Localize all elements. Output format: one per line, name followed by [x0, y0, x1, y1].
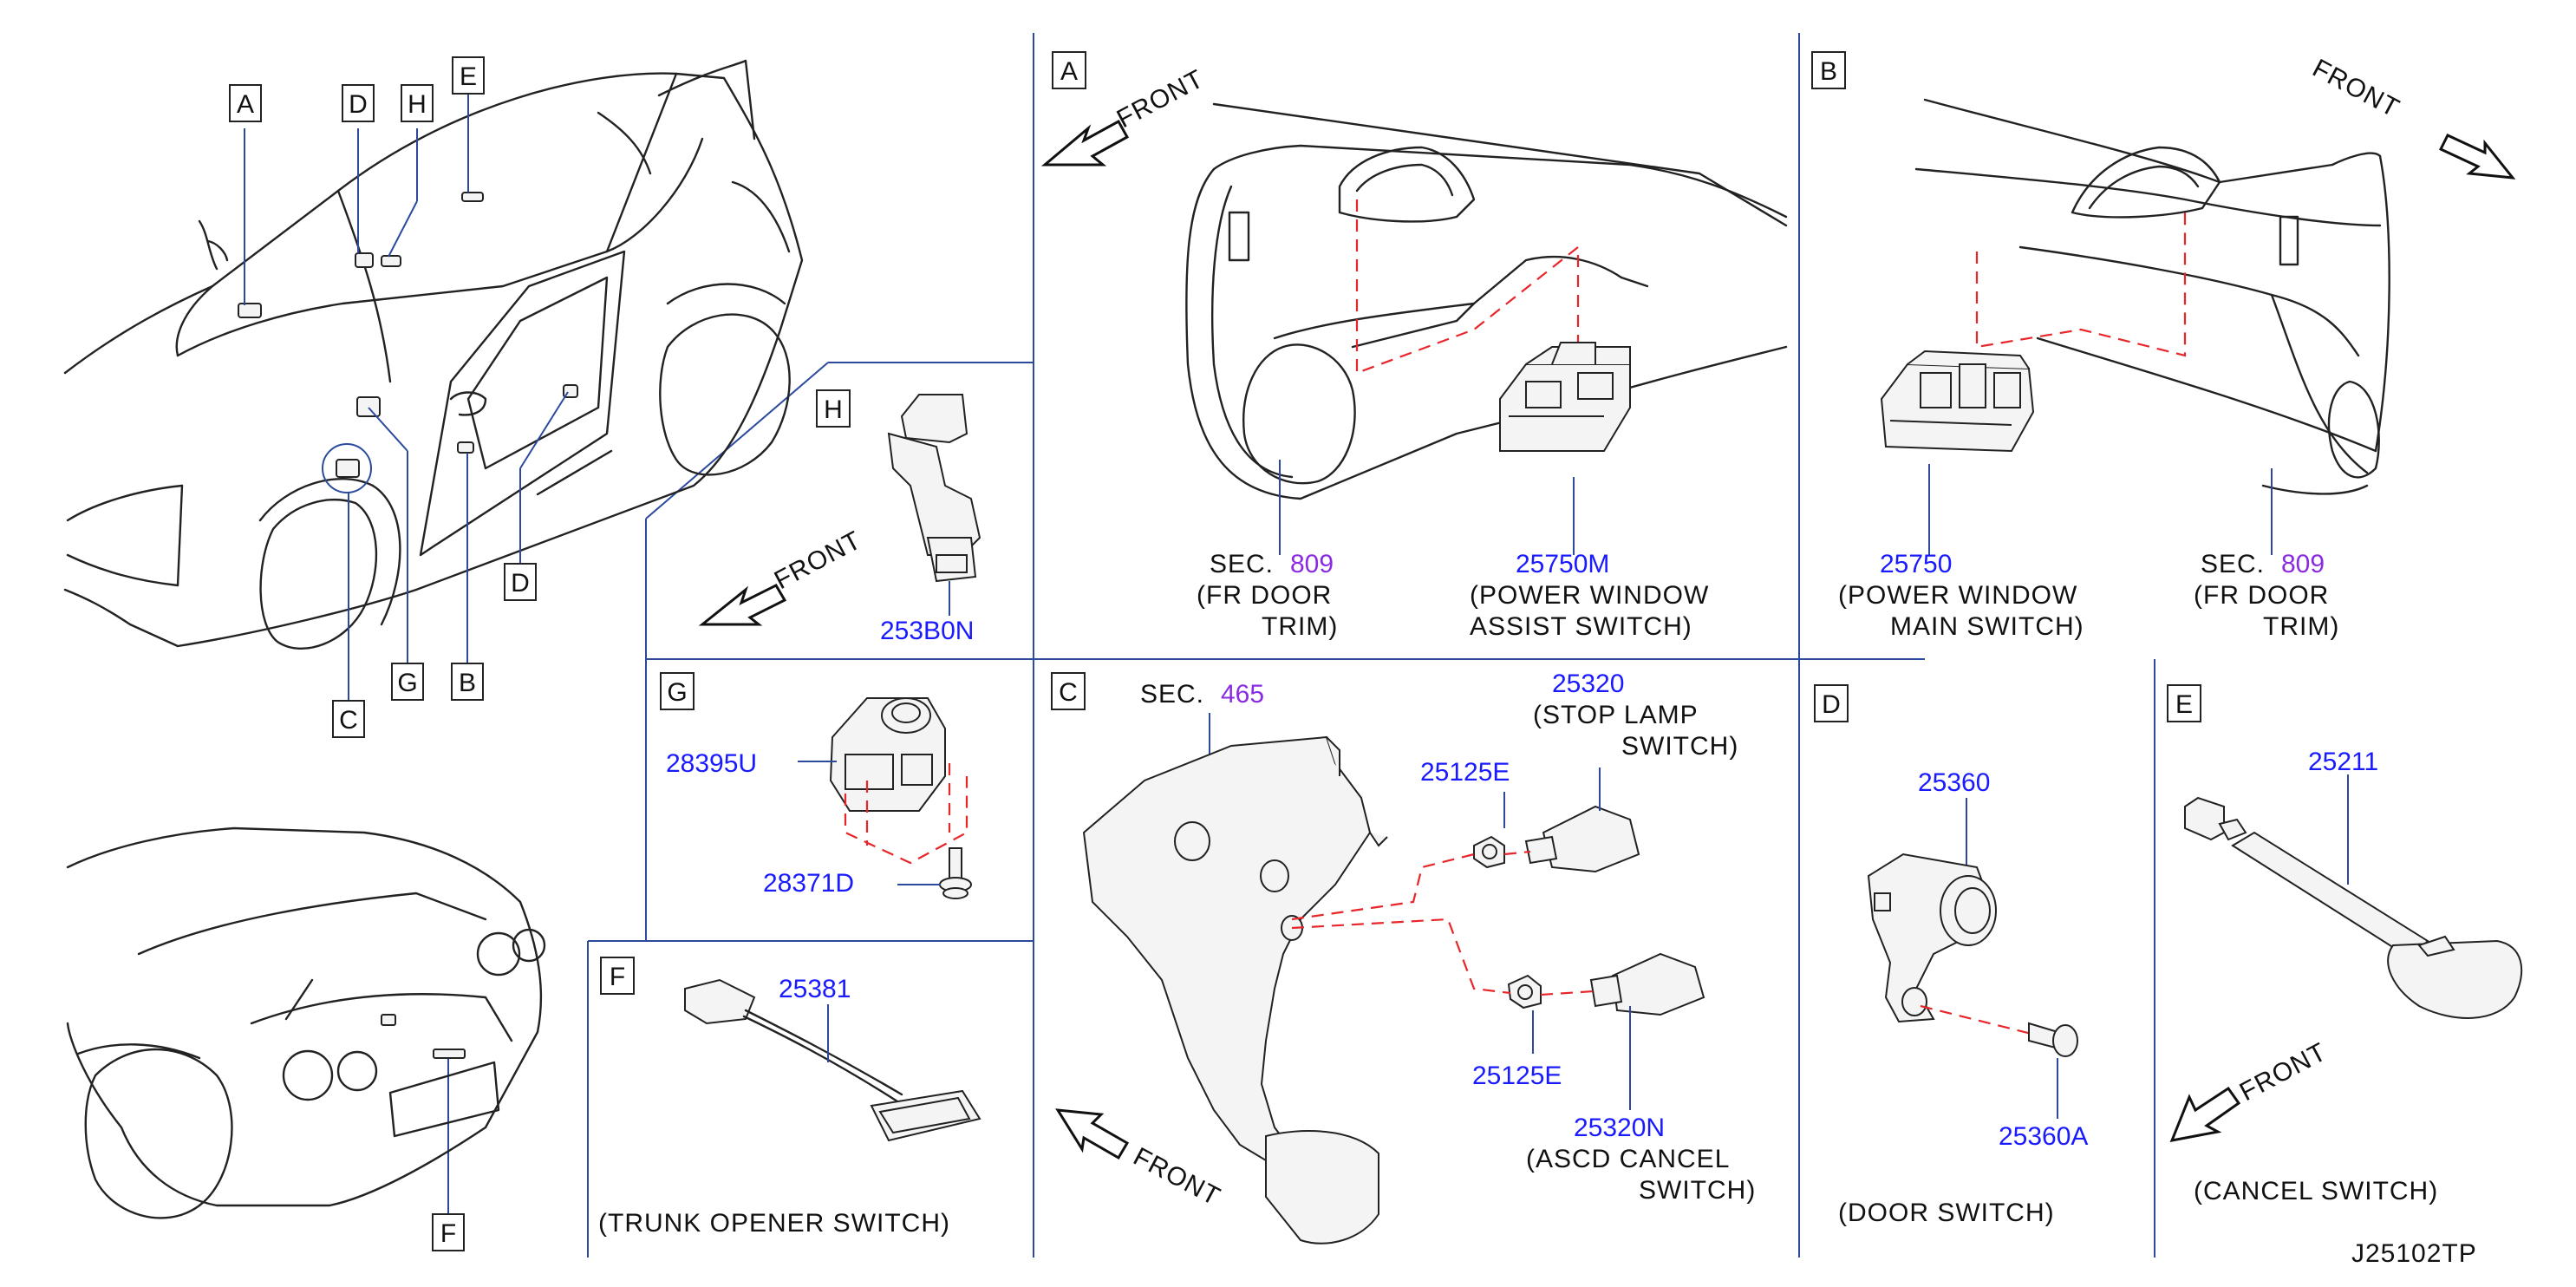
panel-f-part: 25381	[779, 975, 851, 1003]
panel-g: G 28395U 28371D	[660, 672, 972, 899]
panel-a-part: 25750M	[1516, 550, 1609, 578]
front-arrow-h-icon	[698, 584, 787, 626]
callout-f: F	[440, 1219, 456, 1248]
panel-f: F 25381 (TRUNK OPENER SWITCH)	[598, 957, 981, 1238]
panel-h: H FRONT 253B0N	[698, 389, 981, 645]
panel-h-front: FRONT	[770, 526, 866, 595]
panel-g-part-1: 28395U	[666, 749, 757, 778]
panel-a-switch-1: (POWER WINDOW	[1470, 581, 1709, 610]
panel-h-label: H	[824, 395, 843, 424]
panel-c-stop-2: SWITCH)	[1621, 732, 1738, 761]
switch-module-part	[829, 697, 946, 812]
panel-e-part: 25211	[2308, 748, 2378, 776]
panel-d: D 25360 25360A (DOOR SWITCH)	[1814, 684, 2088, 1227]
mount-bolt-part	[939, 847, 972, 899]
panel-e: E 25211 FRONT (CANCEL SWITCH)	[2167, 684, 2523, 1205]
front-arrow-c-icon	[1055, 1108, 1130, 1160]
panel-e-label: E	[2175, 690, 2193, 719]
ascd-cancel-switch-part	[1507, 952, 1705, 1016]
callout-d-side: D	[511, 569, 530, 598]
door-switch-part	[1867, 853, 1997, 1023]
panel-b-sec-num: 809	[2281, 550, 2325, 578]
panel-c-ascd-2: SWITCH)	[1639, 1176, 1756, 1205]
panel-b-sec: SEC.	[2201, 550, 2265, 578]
panel-a-switch-2: ASSIST SWITCH)	[1470, 612, 1692, 641]
front-arrow-b-icon	[2438, 134, 2516, 180]
callout-a: A	[237, 90, 254, 119]
panel-a-label: A	[1060, 57, 1078, 86]
panel-c-clip-bottom: 25125E	[1472, 1062, 1562, 1090]
front-arrow-icon	[1040, 119, 1130, 167]
panel-e-front: FRONT	[2235, 1037, 2331, 1107]
panel-d-label: D	[1822, 690, 1841, 719]
panel-d-part: 25360	[1918, 768, 1990, 797]
panel-a-trim-2: TRIM)	[1262, 612, 1338, 641]
panel-f-label: F	[610, 963, 625, 991]
panel-a: A FRONT SEC. 809 (FR DOOR TRIM) 25750M	[1040, 51, 1788, 641]
door-switch-bolt-part	[2028, 1022, 2078, 1057]
diagram-id: J25102TP	[2351, 1239, 2477, 1268]
front-arrow-e-icon	[2169, 1086, 2241, 1142]
panel-b-front: FRONT	[2308, 54, 2404, 123]
panel-b-part: 25750	[1880, 550, 1952, 578]
front-car-illustration	[63, 59, 804, 650]
panel-b-switch-1: (POWER WINDOW	[1838, 581, 2077, 610]
callout-b: B	[459, 669, 476, 697]
panel-c-label: C	[1059, 678, 1078, 707]
cancel-switch-part	[2184, 796, 2523, 1019]
panel-a-sec-num: 809	[1290, 550, 1334, 578]
panel-e-caption: (CANCEL SWITCH)	[2194, 1177, 2438, 1205]
panel-c-sec-num: 465	[1221, 680, 1264, 709]
trunk-opener-switch-part	[684, 978, 981, 1142]
callout-d-top: D	[349, 90, 368, 119]
panel-c-stop-1: (STOP LAMP	[1533, 701, 1699, 729]
panel-c-sec: SEC.	[1140, 680, 1204, 709]
panel-b: B FRONT 25750 (POWER WINDOW MAIN SWITCH)…	[1811, 51, 2516, 641]
power-window-assist-switch-part	[1499, 342, 1631, 452]
panel-f-caption: (TRUNK OPENER SWITCH)	[598, 1209, 950, 1238]
panel-c-ascd-1: (ASCD CANCEL	[1526, 1145, 1730, 1173]
panel-g-part-2: 28371D	[763, 869, 854, 898]
panel-b-trim-2: TRIM)	[2263, 612, 2339, 641]
panel-a-trim-1: (FR DOOR	[1197, 581, 1332, 610]
panel-b-trim-1: (FR DOOR	[2194, 581, 2329, 610]
panel-c-stop-part: 25320	[1552, 670, 1624, 698]
panel-a-front: FRONT	[1112, 64, 1209, 134]
overview-callouts: A D H E D G B C F	[229, 56, 569, 1251]
panel-c: C SEC. 465	[1051, 670, 1756, 1245]
panel-dividers	[587, 33, 2155, 1258]
panel-h-part: 253B0N	[880, 617, 974, 645]
panel-c-clip-top: 25125E	[1420, 758, 1510, 787]
callout-e: E	[460, 62, 477, 91]
panel-d-bolt: 25360A	[1999, 1122, 2088, 1151]
panel-b-label: B	[1820, 57, 1837, 86]
panel-c-front: FRONT	[1129, 1142, 1225, 1212]
panel-a-sec: SEC.	[1210, 550, 1274, 578]
callout-h: H	[408, 90, 427, 119]
panel-b-switch-2: MAIN SWITCH)	[1890, 612, 2084, 641]
callout-g: G	[397, 669, 417, 697]
power-window-main-switch-part	[1880, 350, 2035, 453]
panel-c-ascd-part: 25320N	[1574, 1114, 1665, 1142]
panel-g-label: G	[667, 678, 687, 707]
stop-lamp-switch-part	[1473, 805, 1640, 873]
trunk-connector-part	[887, 394, 981, 583]
callout-c: C	[339, 706, 358, 735]
panel-d-caption: (DOOR SWITCH)	[1838, 1199, 2055, 1227]
rear-car-illustration	[66, 826, 546, 1219]
